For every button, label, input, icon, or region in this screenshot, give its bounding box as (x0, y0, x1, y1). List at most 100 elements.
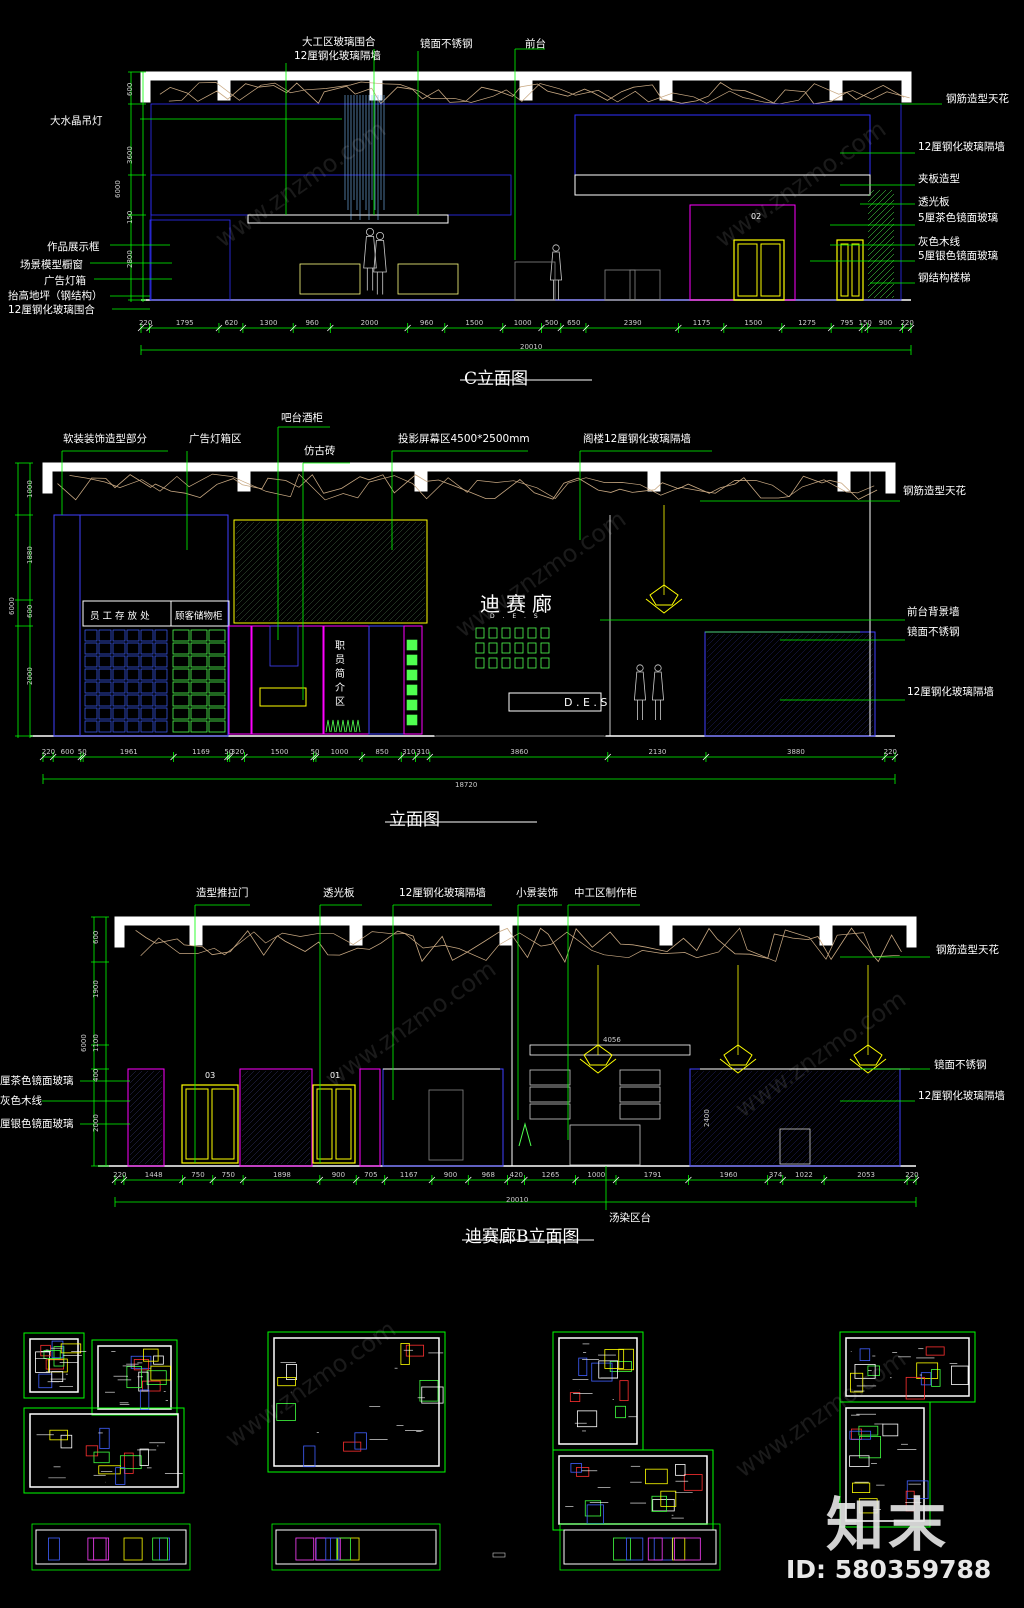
sheet-a-shelf (403, 625, 423, 735)
sheet-a-logo-tile (475, 657, 485, 669)
vdim: 600 (126, 82, 134, 96)
dim-slash (170, 753, 177, 761)
brand-name-cn: 迪赛廊 (480, 592, 558, 616)
dim-value: 968 (481, 1171, 495, 1179)
vdim: 600 (92, 930, 100, 944)
sheet-a-glass-hatch (864, 725, 874, 735)
sheet-a-locker (126, 668, 140, 681)
sheet-c-stair (867, 271, 895, 299)
sheet-b-right-hatch (742, 1070, 837, 1165)
dim-slash (903, 1176, 911, 1184)
dim-value: 220 (41, 748, 56, 756)
label-loft-glass: 阁楼12厘钢化玻璃隔墙 (583, 433, 691, 445)
sheet-b-panel-hatch (138, 1140, 163, 1165)
dim-value: 960 (419, 319, 434, 327)
thumb-plan-3a-walls (558, 1337, 638, 1445)
sheet-b-right-hatch (892, 1158, 899, 1165)
sheet-a-locker (140, 642, 154, 655)
thumb-section-1-outline (35, 1529, 187, 1565)
sheet-a-projection-texture (412, 608, 426, 622)
thumb-plan-3a-room (619, 1380, 629, 1402)
sheet-b-glass (382, 1068, 504, 1167)
thumb-section-1-frame (31, 1523, 191, 1571)
sheet-b-right-hatch (760, 1070, 855, 1165)
sheet-b-panel-hatch (241, 1074, 311, 1144)
dim-slash (404, 324, 411, 332)
dim-slash (604, 753, 612, 761)
sheet-a-locker (154, 655, 168, 668)
sheet-a-locker (126, 655, 140, 668)
sheet-a-projection-texture (286, 521, 387, 622)
sheet-b-panel-hatch (129, 1104, 163, 1138)
sheet-a-projection-texture (235, 521, 297, 583)
sheet-b-door-03-leaf (185, 1088, 209, 1160)
sheet-c-ceiling-scribble (159, 81, 905, 105)
sheet-a-grass (355, 719, 361, 733)
sheet-b-right-hatch (844, 1110, 899, 1165)
thumb-plan-4b-room (859, 1436, 881, 1459)
sheet-a-guest-locker (190, 694, 208, 707)
sheet-a-locker (154, 642, 168, 655)
dim-value: 750 (191, 1171, 205, 1179)
thumb-plan-4a-room (850, 1372, 864, 1393)
sheet-b-right-hatch (802, 1070, 897, 1165)
dim-value: 3860 (510, 748, 529, 756)
label-rebar-ceiling: 钢筋造型天花 (946, 93, 1009, 105)
sheet-a-reception-desk (508, 692, 602, 712)
sheet-a-projection-texture (244, 521, 345, 622)
thumb-plan-3a-room (578, 1357, 588, 1376)
sheet-a-glass-hatch (792, 653, 874, 735)
sheet-c-cabinet (629, 269, 661, 301)
label-projection: 投影屏幕区4500*2500mm (398, 433, 530, 445)
thumb-plan-2-room (400, 1343, 410, 1365)
label-bar-cabinet: 吧台酒柜 (281, 412, 323, 424)
sheet-b-right-hatch (784, 1070, 879, 1165)
sheet-c-stair (867, 259, 895, 287)
label-dye-station: 汤染区台 (609, 1212, 651, 1224)
sheet-a-bar (251, 625, 325, 735)
thumb-plan-1a-frame (23, 1332, 85, 1399)
sheet-a-glass-hatch (708, 633, 810, 735)
sheet-b-ceiling-scribble (135, 927, 902, 963)
sheet-b-right-hatch (790, 1070, 885, 1165)
sheet-a-projection-texture (388, 584, 426, 622)
sheet-c-ceiling-beam (829, 71, 843, 101)
sheet-a-guest-locker (172, 668, 190, 681)
vdim: 1100 (92, 1034, 100, 1052)
thumb-plan-2-room (303, 1445, 316, 1468)
sheet-a-projection-texture (298, 521, 399, 622)
sheet-a-plant (406, 669, 418, 681)
sheet-a-guest-locker (190, 720, 208, 733)
sheet-c-title: C立面图 (464, 369, 529, 389)
sheet-a-guest-locker (208, 681, 226, 694)
thumb-plan-3b-room (586, 1504, 604, 1524)
thumb-plan-4b-room (882, 1423, 899, 1437)
sheet-a-glass-hatch (840, 701, 874, 735)
vdim: 400 (92, 1068, 100, 1082)
thumb-section-3-bay (647, 1537, 663, 1561)
sheet-a-locker (112, 668, 126, 681)
sheet-a-locker (154, 629, 168, 642)
dim-slash (241, 753, 248, 761)
label-lightbox: 广告灯箱 (44, 275, 86, 287)
sheet-a-projection-texture (235, 521, 315, 601)
dim-value: 320 (230, 748, 245, 756)
sheet-a-glass-hatch (780, 641, 874, 735)
sheet-b-panel (239, 1068, 313, 1167)
sheet-a-logo-tile (501, 657, 511, 669)
sheet-a-logo-tile (514, 642, 524, 654)
door-number-03: 03 (205, 1071, 216, 1080)
sheet-c-ceiling-wall-left (140, 71, 151, 103)
sheet-a-glass-hatch (706, 633, 714, 641)
thumb-plan-4a-room (925, 1346, 945, 1356)
sheet-b-panel-hatch (298, 1152, 311, 1165)
sheet-b-panel-hatch (268, 1122, 311, 1165)
sheet-a-glass-hatch (798, 659, 874, 735)
sheet-a-locker (140, 720, 154, 733)
thumb-plan-3b-room (675, 1464, 686, 1476)
dim-slash (79, 753, 87, 761)
sheet-b-right-hatch (691, 1070, 705, 1084)
dim-value: 2000 (360, 319, 379, 327)
sheet-b-right-hatch (691, 1070, 777, 1156)
dim-slash (215, 324, 223, 332)
